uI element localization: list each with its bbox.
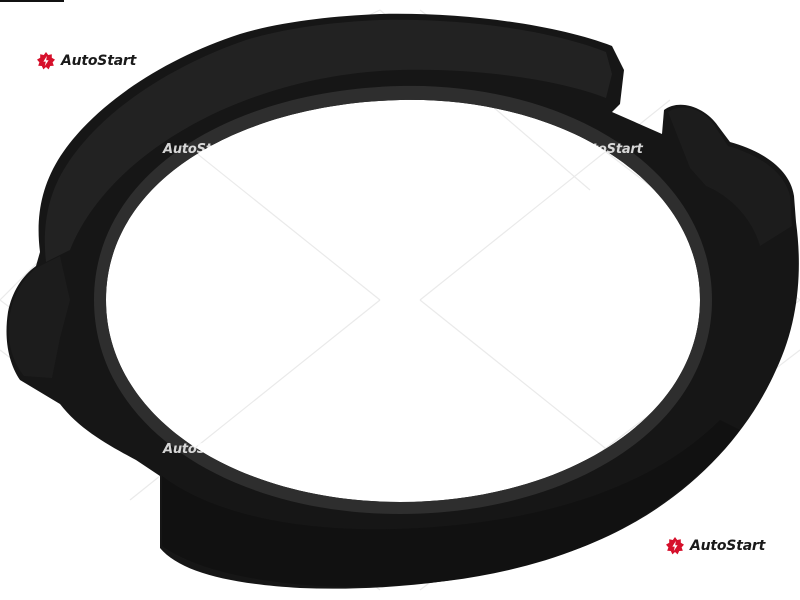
brand-logo: AutoStart: [36, 51, 136, 71]
watermark-text: AutoStart: [573, 142, 643, 157]
brand-name: AutoStart: [690, 538, 766, 554]
ring-top-face: [44, 19, 612, 263]
ring-left-tab: [8, 256, 71, 378]
ring-bottom-step: [162, 420, 740, 587]
ring-gasket: [6, 13, 799, 589]
autostart-gear-icon: [666, 537, 684, 555]
brand-name: AutoStart: [61, 53, 137, 69]
watermark-text: AutoStart: [163, 442, 233, 457]
brand-logo: AutoStart: [665, 536, 765, 556]
autostart-gear-icon: [37, 52, 55, 70]
watermark-text: AutoStart: [163, 142, 233, 157]
corner-mark: [0, 0, 64, 2]
ring-right-tab: [668, 107, 792, 246]
